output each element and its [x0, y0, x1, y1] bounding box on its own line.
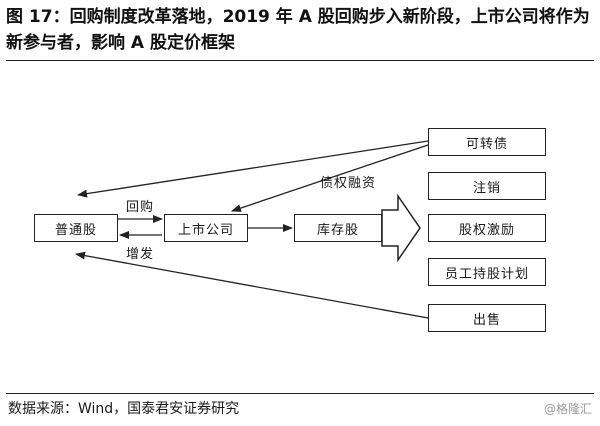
figure-title: 图 17：回购制度改革落地，2019 年 A 股回购步入新阶段，上市公司将作为新… [6, 7, 590, 53]
node-equity-incentive: 股权激励 [428, 214, 546, 242]
node-treasury-stock: 库存股 [294, 214, 382, 242]
arrow-convertible-to-common [77, 140, 429, 198]
label-buyback: 回购 [126, 200, 155, 215]
node-convertible-bond: 可转债 [428, 128, 546, 156]
node-listed-company: 上市公司 [164, 214, 248, 242]
label-additional-issue: 增发 [126, 247, 155, 262]
block-arrow [381, 193, 421, 263]
arrow-convertible-to-company [231, 144, 429, 212]
node-sale: 出售 [428, 304, 546, 332]
title-divider [6, 60, 594, 61]
footer-divider [6, 393, 594, 394]
source-note: 数据来源：Wind，国泰君安证券研究 [8, 401, 240, 417]
watermark: @格隆汇 [543, 402, 592, 416]
node-cancellation: 注销 [428, 172, 546, 200]
node-esop: 员工持股计划 [428, 258, 546, 286]
node-common-stock: 普通股 [34, 214, 118, 242]
label-debt-equity-financing: 债权融资 [320, 176, 377, 191]
arrow-sale-to-common [75, 251, 429, 319]
